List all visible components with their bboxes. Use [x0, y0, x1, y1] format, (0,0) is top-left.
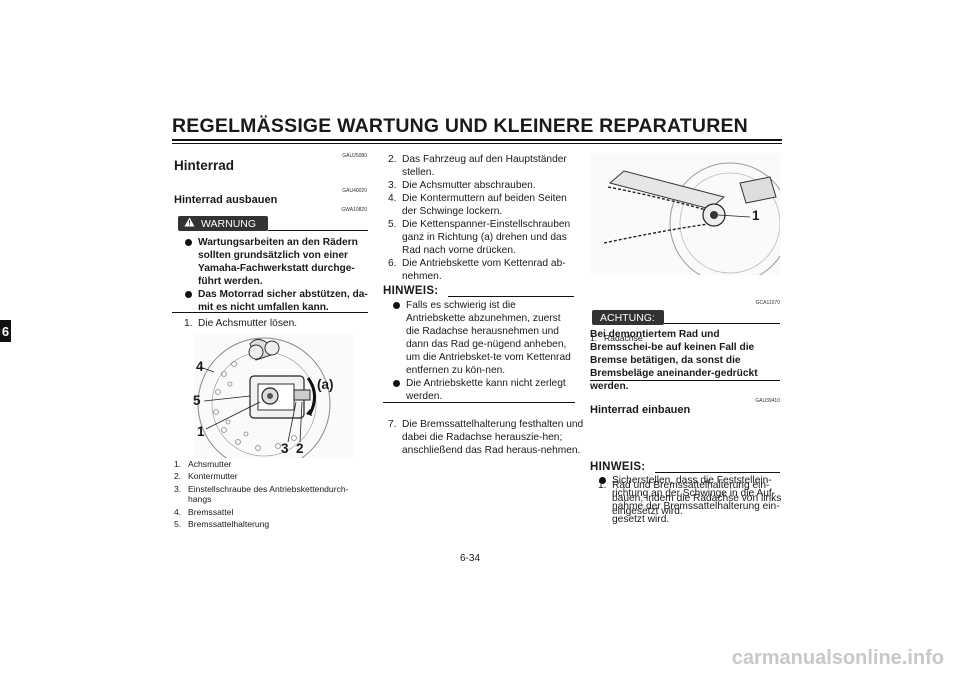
- ref-code: GCA11070: [755, 300, 780, 306]
- note-label: HINWEIS:: [383, 285, 439, 297]
- note-list: Sicherstellen, dass die Feststellein-ric…: [598, 474, 780, 526]
- legend-item: 3.Einstellschraube des Antriebskettendur…: [174, 483, 349, 505]
- caution-badge: ACHTUNG:: [592, 310, 664, 325]
- note-item: Falls es schwierig ist die Antriebskette…: [392, 299, 576, 377]
- warning-icon: [184, 217, 195, 230]
- warning-end-rule: [172, 312, 368, 313]
- step-3: 3.Die Achsmutter abschrauben.: [388, 180, 536, 191]
- caution-rule: [664, 323, 780, 324]
- ref-code: GAU40020: [342, 188, 367, 194]
- note-rule: [448, 296, 574, 297]
- legend-item: 1.Radachse: [590, 333, 643, 343]
- warning-list: Wartungsarbeiten an den Rädern sollten g…: [184, 236, 370, 314]
- warning-rule: [268, 230, 368, 231]
- figure-legend: 1.Achsmutter 2.Kontermutter 3.Einstellsc…: [174, 459, 370, 529]
- callout-2: 2: [296, 441, 304, 456]
- watermark: carmanualsonline.info: [731, 647, 944, 669]
- subheading: Hinterrad ausbauen: [174, 194, 278, 206]
- step-5: 5.Die Kettenspanner-Einstellschrauben ga…: [388, 219, 571, 256]
- title-rule: [172, 139, 782, 141]
- caution-label: ACHTUNG:: [600, 311, 655, 324]
- callout-1: 1: [752, 208, 760, 223]
- callout-5: 5: [193, 393, 201, 408]
- title-rule-thin: [172, 143, 782, 144]
- legend-item: 2.Kontermutter: [174, 471, 238, 482]
- callout-3: 3: [281, 441, 289, 456]
- caution-text: Bei demontiertem Rad und Bremsschei-be a…: [590, 329, 758, 392]
- page-title: REGELMÄSSIGE WARTUNG UND KLEINERE REPARA…: [172, 115, 748, 137]
- legend-item: 4.Bremssattel: [174, 506, 234, 517]
- install-heading: Hinterrad einbauen: [590, 404, 691, 416]
- step-4: 4.Die Kontermuttern auf beiden Seiten de…: [388, 193, 567, 217]
- note-rule: [655, 472, 780, 473]
- note-end-rule: [383, 402, 575, 403]
- callout-a: (a): [317, 377, 334, 392]
- note-item: Sicherstellen, dass die Feststellein-ric…: [598, 474, 780, 526]
- callout-1: 1: [197, 424, 205, 439]
- step-6: 6.Die Antriebskette vom Kettenrad ab-neh…: [388, 258, 566, 282]
- warning-item: Das Motorrad sicher abstützen, da-mit es…: [184, 288, 370, 314]
- ref-code: GAU25080: [342, 153, 367, 159]
- ref-code: GAU39410: [755, 398, 780, 404]
- step-2: 2.Das Fahrzeug auf den Hauptständer stel…: [388, 154, 567, 178]
- section-heading: Hinterrad: [174, 158, 235, 173]
- step-text: Die Achsmutter lösen.: [198, 318, 298, 329]
- warning-badge: WARNUNG: [178, 216, 268, 231]
- legend-item: 5.Bremssattelhalterung: [174, 519, 270, 530]
- legend-item: 1.Achsmutter: [174, 459, 232, 469]
- step-1: 1. Die Achsmutter lösen.: [184, 317, 384, 330]
- warning-item: Wartungsarbeiten an den Rädern sollten g…: [184, 236, 370, 288]
- chapter-tab: 6: [0, 320, 11, 342]
- brake-caliper-illustration: [197, 337, 331, 471]
- removal-steps: 2.Das Fahrzeug auf den Hauptständer stel…: [388, 153, 576, 283]
- warning-label: WARNUNG: [201, 217, 257, 230]
- step-7: 7. Die Bremssattelhalterung festhalten u…: [388, 419, 584, 456]
- caution-end-rule: [590, 380, 780, 381]
- install-step-1: 1. Rad und Bremssattelhalterung ein-baue…: [598, 480, 782, 518]
- note-item: Die Antriebskette kann nicht zerlegt wer…: [392, 377, 576, 403]
- note-label: HINWEIS:: [590, 461, 646, 473]
- page-number: 6-34: [460, 553, 481, 564]
- callout-4: 4: [196, 359, 204, 374]
- note-list: Falls es schwierig ist die Antriebskette…: [392, 299, 576, 403]
- figure-brake-caliper: [194, 334, 354, 471]
- step-number: 1.: [184, 318, 193, 329]
- ref-code: GWA10820: [341, 207, 367, 213]
